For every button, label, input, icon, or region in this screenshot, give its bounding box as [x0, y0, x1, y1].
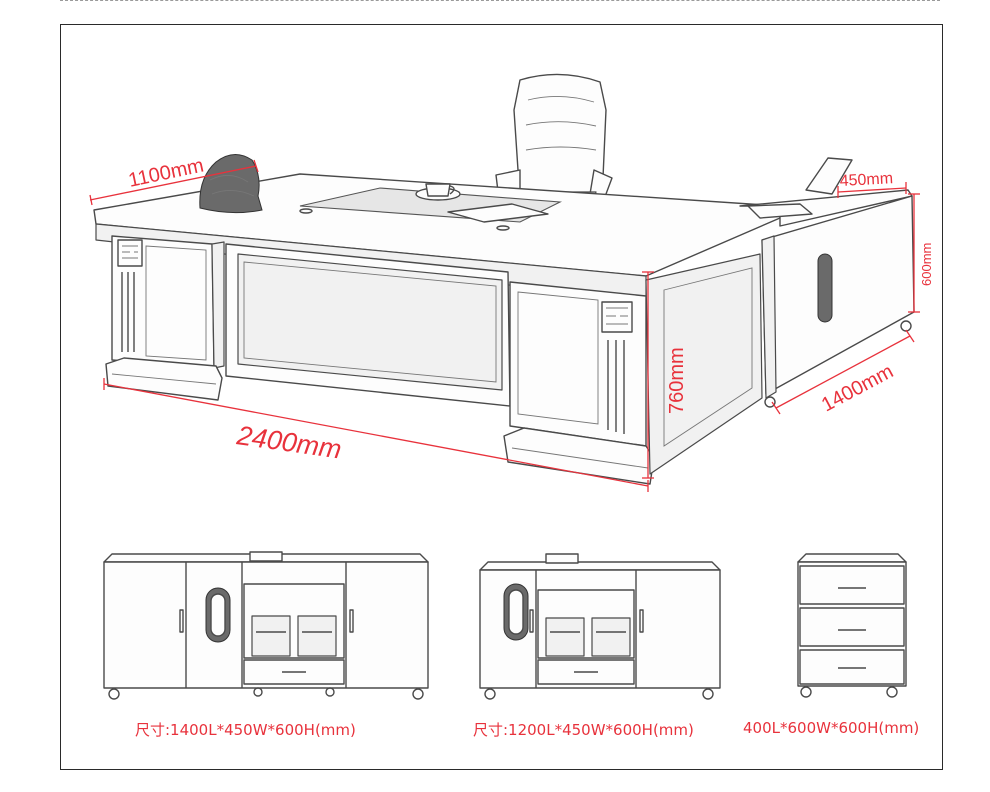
dim-return-length: 1400mm [818, 360, 897, 416]
top-dashed-divider [60, 0, 940, 1]
caption-cabinet-1400: 尺寸:1400L*450W*600H(mm) [135, 721, 356, 739]
executive-desk [93, 154, 913, 485]
dim-desk-height: 760mm [666, 347, 688, 414]
dim-desk-length: 2400mm [234, 420, 343, 464]
cabinet-1200 [479, 553, 721, 700]
diagram-frame [60, 24, 943, 770]
cabinet-1400 [103, 551, 429, 700]
caption-cabinet-1200: 尺寸:1200L*450W*600H(mm) [473, 721, 694, 739]
dragon-ornament [199, 154, 263, 214]
dim-desk-depth: 1100mm [126, 155, 205, 192]
drawer-unit [797, 553, 907, 698]
dim-return-depth: 450mm [839, 170, 893, 190]
return-cabinet [645, 157, 915, 475]
caption-drawer-unit: 400L*600W*600H(mm) [743, 719, 920, 737]
dim-return-height: 600mm [919, 243, 934, 286]
laptop [805, 157, 853, 195]
dimension-lines [89, 159, 920, 492]
